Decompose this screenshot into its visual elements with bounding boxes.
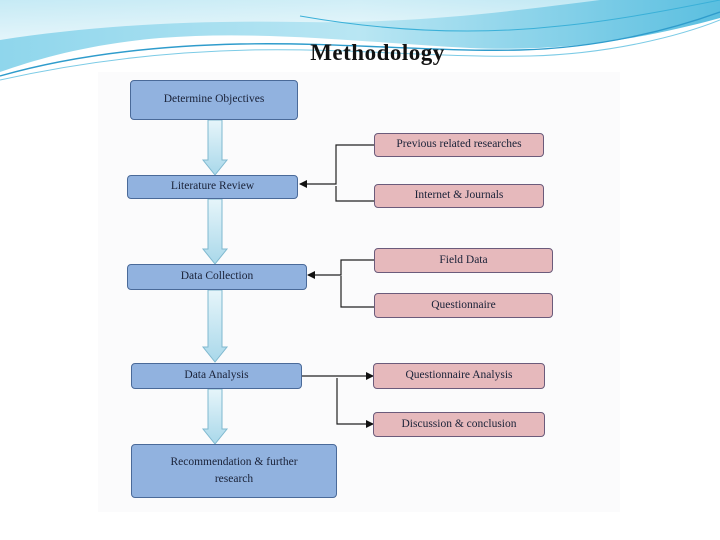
- step-data-collection: Data Collection: [127, 264, 307, 290]
- down-arrow: [201, 388, 229, 445]
- header-wave-line: [299, 0, 720, 32]
- header-wave-line: [0, 11, 720, 77]
- connector-line: [299, 144, 374, 188]
- step-recommendation: Recommendation & further research: [131, 444, 337, 498]
- connector-line: [335, 186, 374, 202]
- input-questionnaire: Questionnaire: [374, 293, 553, 318]
- step-literature-review: Literature Review: [127, 175, 298, 199]
- connector-line: [307, 259, 374, 279]
- connector-line: [340, 276, 374, 308]
- connector-line: [336, 378, 374, 428]
- output-discussion-conclusion: Discussion & conclusion: [373, 412, 545, 437]
- input-internet-journals: Internet & Journals: [374, 184, 544, 208]
- header-wave-highlight: [0, 0, 600, 40]
- output-questionnaire-analysis: Questionnaire Analysis: [373, 363, 545, 389]
- input-previous-researches: Previous related researches: [374, 133, 544, 157]
- input-field-data: Field Data: [374, 248, 553, 273]
- down-arrow: [201, 119, 229, 176]
- down-arrow: [201, 289, 229, 363]
- slide-title: Methodology: [310, 40, 445, 65]
- step-determine-objectives: Determine Objectives: [130, 80, 298, 120]
- down-arrow: [201, 198, 229, 265]
- header-wave-line: [0, 19, 720, 81]
- step-data-analysis: Data Analysis: [131, 363, 302, 389]
